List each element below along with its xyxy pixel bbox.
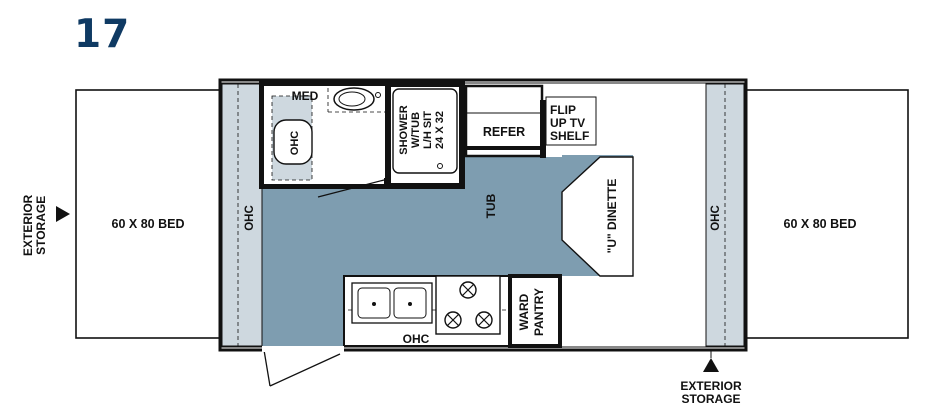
flip-label-2: UP TV [550,116,585,130]
u-dinette [561,156,634,277]
flip-label-3: SHELF [550,129,589,143]
stove [435,275,501,335]
burner-2 [444,311,462,329]
exterior-storage-left-label: EXTERIOR STORAGE [21,195,48,256]
exterior-storage-bottom-arrow [703,358,719,372]
shower-label-1: SHOWER [398,105,410,155]
kitchen-sink [351,282,433,324]
left-ohc-area [221,83,263,347]
right-bed-label: 60 X 80 BED [784,217,857,231]
shower-label-2: W/TUB [410,112,422,148]
tub-label: TUB [484,193,498,218]
bathroom-sink [333,87,375,111]
shower-label-4: 24 X 32 [434,111,446,149]
ext-bottom-line1: EXTERIOR [680,379,742,393]
right-bed-area [745,89,909,339]
right-ohc-label: OHC [710,205,722,231]
ext-bottom-line2: STORAGE [681,392,741,406]
kitchen-ohc-label: OHC [403,332,430,346]
med-label: MED [292,89,319,103]
ward-label: WARD [517,293,531,330]
bathroom-ohc-label: OHC [289,131,301,156]
exterior-storage-left-arrow [56,206,70,222]
model-number: 17 [74,12,131,57]
wardrobe-pantry [508,274,562,348]
refrigerator [464,84,544,158]
ext-left-line2: STORAGE [34,195,48,255]
pantry-label: PANTRY [532,288,546,336]
left-bed-label: 60 X 80 BED [112,217,185,231]
exterior-storage-bottom-label: EXTERIOR STORAGE [662,380,760,406]
burner-3 [475,311,493,329]
tv-shelf [545,96,597,146]
dinette-label: "U" DINETTE [605,179,619,254]
left-ohc-label: OHC [244,205,256,231]
bathroom-door [317,179,385,198]
refer-label: REFER [483,125,525,139]
flip-label-1: FLIP [550,103,576,117]
left-bed-area [75,89,221,339]
entry-door [263,349,271,387]
shower-label-3: L/H SIT [422,111,434,149]
burner-1 [459,281,477,299]
